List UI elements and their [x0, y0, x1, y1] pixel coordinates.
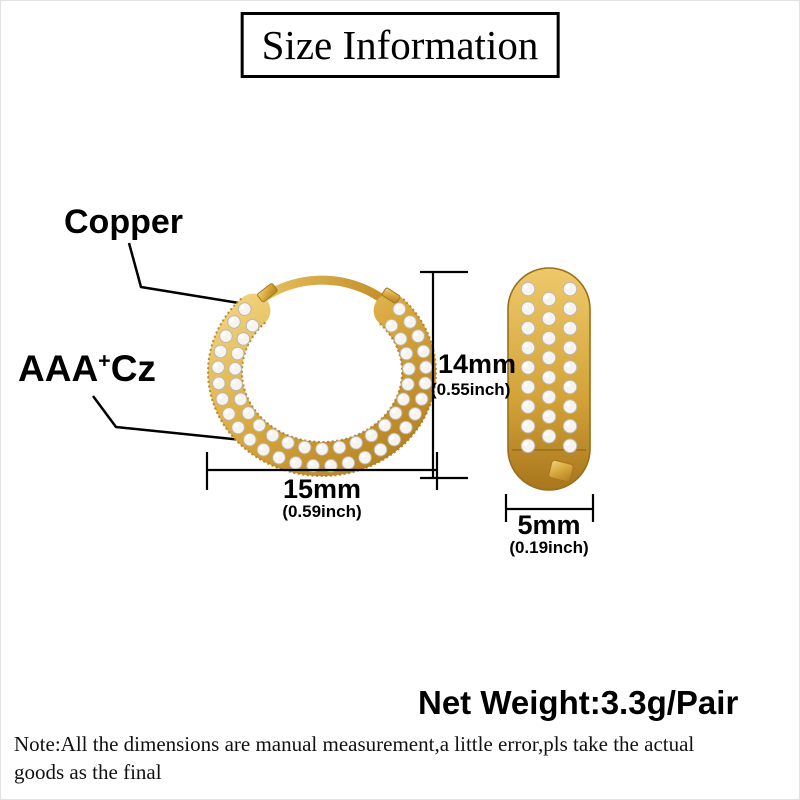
copper-leader-line: [127, 242, 240, 305]
outer-bead-edge: [207, 297, 437, 477]
aaacz-superscript: +: [98, 348, 111, 373]
pave-band: [208, 293, 436, 476]
hoop-earring-front-view: [207, 275, 437, 477]
aaacz-rest: Cz: [110, 348, 156, 389]
depth-dimension-lines: [504, 494, 595, 522]
width-dimension-inch: (0.59inch): [282, 502, 362, 521]
page-title: Size Information: [261, 22, 539, 68]
width-dimension-lines: [205, 452, 439, 490]
depth-dimension-inch: (0.19inch): [509, 538, 589, 557]
depth-dimension-label: 5mm (0.19inch): [469, 512, 629, 557]
material-label-aaacz: AAA+Cz: [18, 348, 156, 390]
material-label-copper: Copper: [64, 203, 183, 241]
height-dimension-inch: (0.55inch): [431, 380, 511, 399]
cz-stones-inner-row: [228, 318, 416, 456]
note-line-1: Note:All the dimensions are manual measu…: [14, 732, 695, 756]
depth-dimension-mm: 5mm: [517, 510, 581, 540]
inner-bead-edge: [241, 321, 403, 443]
height-dimension-lines: [420, 270, 468, 480]
clasp-tab: [548, 459, 574, 483]
cz-stones-side: [520, 281, 578, 454]
width-dimension-label: 15mm (0.59inch): [242, 476, 402, 521]
height-dimension-mm: 14mm: [438, 349, 517, 379]
hoop-earring-side-view: [507, 267, 591, 491]
net-weight-text: Net Weight:3.3g/Pair: [418, 684, 739, 721]
note-line-2: goods as the final: [14, 760, 162, 784]
cz-leader-line: [91, 395, 253, 443]
width-dimension-mm: 15mm: [282, 474, 362, 504]
clasp-notch: [381, 287, 401, 304]
hinge: [257, 283, 278, 303]
title-box: Size Information: [240, 12, 560, 78]
cz-stones-outer-row: [211, 302, 433, 473]
aaacz-base: AAA: [18, 348, 99, 389]
